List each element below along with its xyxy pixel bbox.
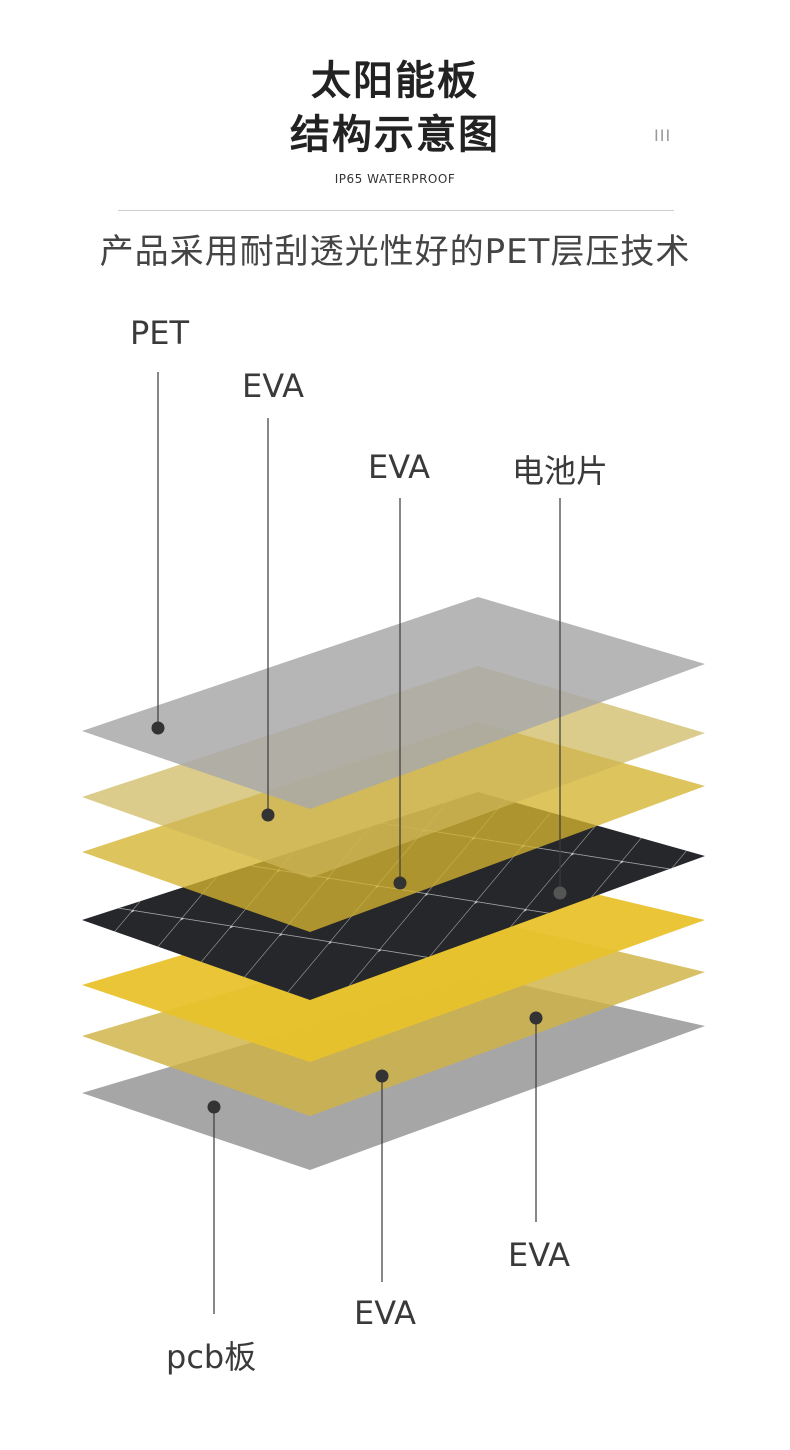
subtitle: IP65 WATERPROOF (334, 172, 456, 186)
label-pet: PET (130, 314, 190, 352)
leader-dots (151, 721, 567, 1114)
pet-layer (82, 597, 705, 809)
label-eva-4: EVA (354, 1294, 416, 1332)
deco-mark: III (654, 126, 672, 145)
title-line-1: 太阳能板 (311, 58, 479, 104)
pcb-dot (207, 1100, 221, 1114)
eva-4-dot (375, 1069, 389, 1083)
divider (118, 210, 674, 211)
pet-dot (151, 721, 165, 735)
cell-dot (553, 886, 567, 900)
eva-3-dot (529, 1011, 543, 1025)
label-eva-2: EVA (368, 448, 430, 486)
leader-lines (157, 372, 561, 1314)
eva-2-dot (393, 876, 407, 890)
headline: 产品采用耐刮透光性好的PET层压技术 (99, 232, 691, 272)
title-line-2: 结构示意图 (290, 112, 500, 158)
eva-1-dot (261, 808, 275, 822)
label-cell: 电池片 (512, 452, 609, 490)
label-eva-1: EVA (242, 367, 304, 405)
label-eva-3: EVA (508, 1236, 570, 1274)
label-pcb: pcb板 (166, 1338, 257, 1376)
